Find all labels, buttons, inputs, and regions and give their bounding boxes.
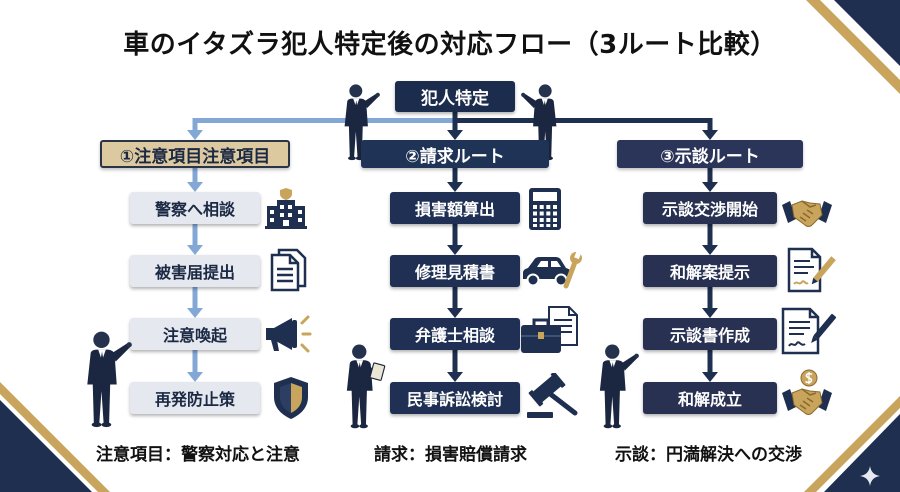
connector-line [192, 350, 198, 373]
connector-line [707, 118, 713, 131]
arrow-head [447, 308, 463, 318]
businessman-figure [84, 330, 132, 428]
arrow-head [187, 130, 203, 140]
step-box: 弁護士相談 [390, 318, 520, 350]
briefcase-documents-icon [519, 305, 581, 357]
businessman-figure [597, 343, 639, 429]
handshake-icon [780, 193, 834, 231]
connector-line [192, 118, 458, 123]
step-box: 示談書作成 [643, 318, 777, 350]
car-repair-icon [519, 249, 583, 291]
corner-gold-stripe-bottom-right [804, 396, 900, 492]
connector-line [192, 118, 198, 131]
corner-navy-bottom-left [0, 400, 92, 492]
arrow-head [702, 372, 718, 382]
route-caption-settlement: 示談：円満解決への交渉 [615, 445, 802, 465]
root-node: 犯人特定 [395, 81, 515, 112]
connector-line [192, 224, 198, 246]
arrow-head [187, 308, 203, 318]
corner-navy-bottom-right [824, 414, 900, 492]
connector-line [707, 168, 713, 183]
step-box: 民事訴訟検討 [390, 382, 520, 414]
route-header-caution: ①注意項目注意項目 [100, 140, 290, 168]
step-box: 再発防止策 [130, 382, 260, 414]
step-box: 和解案提示 [643, 255, 777, 287]
route-header-claim: ②請求ルート [361, 140, 549, 168]
corner-gold-stripe-top-right [806, 0, 900, 94]
connector-line [192, 287, 198, 309]
connector-line [707, 287, 713, 309]
connector-line [452, 168, 458, 183]
connector-line [452, 112, 458, 131]
arrow-head [702, 130, 718, 140]
megaphone-icon [262, 311, 312, 357]
arrow-head [702, 182, 718, 192]
arrow-head [447, 372, 463, 382]
route-caption-claim: 請求：損害賠償請求 [374, 445, 527, 465]
route-caption-caution: 注意項目：警察対応と注意 [96, 445, 300, 465]
arrow-head [702, 245, 718, 255]
arrow-head [187, 182, 203, 192]
step-box: 修理見積書 [390, 255, 520, 287]
document-pen-icon [786, 246, 836, 294]
arrow-head [447, 130, 463, 140]
sparkle-icon [860, 466, 880, 486]
arrow-head [187, 372, 203, 382]
connector-line [707, 350, 713, 373]
connector-line [452, 287, 458, 309]
page-title: 車のイタズラ犯人特定後の対応フロー（3ルート比較） [123, 30, 777, 60]
connector-line [192, 168, 198, 183]
step-box: 和解成立 [643, 382, 777, 414]
corner-gold-stripe-bottom-left [0, 382, 110, 492]
calculator-icon [527, 186, 563, 232]
shield-icon [271, 375, 311, 421]
route-header-settlement: ③示談ルート [617, 140, 803, 168]
arrow-head [187, 245, 203, 255]
step-box: 警察へ相談 [130, 192, 260, 224]
corner-navy-top-right [834, 0, 900, 66]
contract-pen-icon [780, 306, 838, 356]
step-box: 損害額算出 [390, 192, 520, 224]
businessman-holding-document-figure [344, 343, 386, 429]
connector-line [452, 118, 713, 123]
arrow-head [447, 182, 463, 192]
step-box: 注意喚起 [130, 318, 260, 350]
step-box: 示談交渉開始 [643, 192, 777, 224]
connector-line [452, 224, 458, 246]
handshake-coin-icon [779, 369, 835, 419]
arrow-head [702, 308, 718, 318]
police-station-icon [264, 188, 308, 230]
connector-line [707, 224, 713, 246]
gavel-icon [525, 373, 581, 419]
arrow-head [447, 245, 463, 255]
connector-line [452, 350, 458, 373]
document-icon [269, 248, 309, 292]
step-box: 被害届提出 [130, 255, 260, 287]
